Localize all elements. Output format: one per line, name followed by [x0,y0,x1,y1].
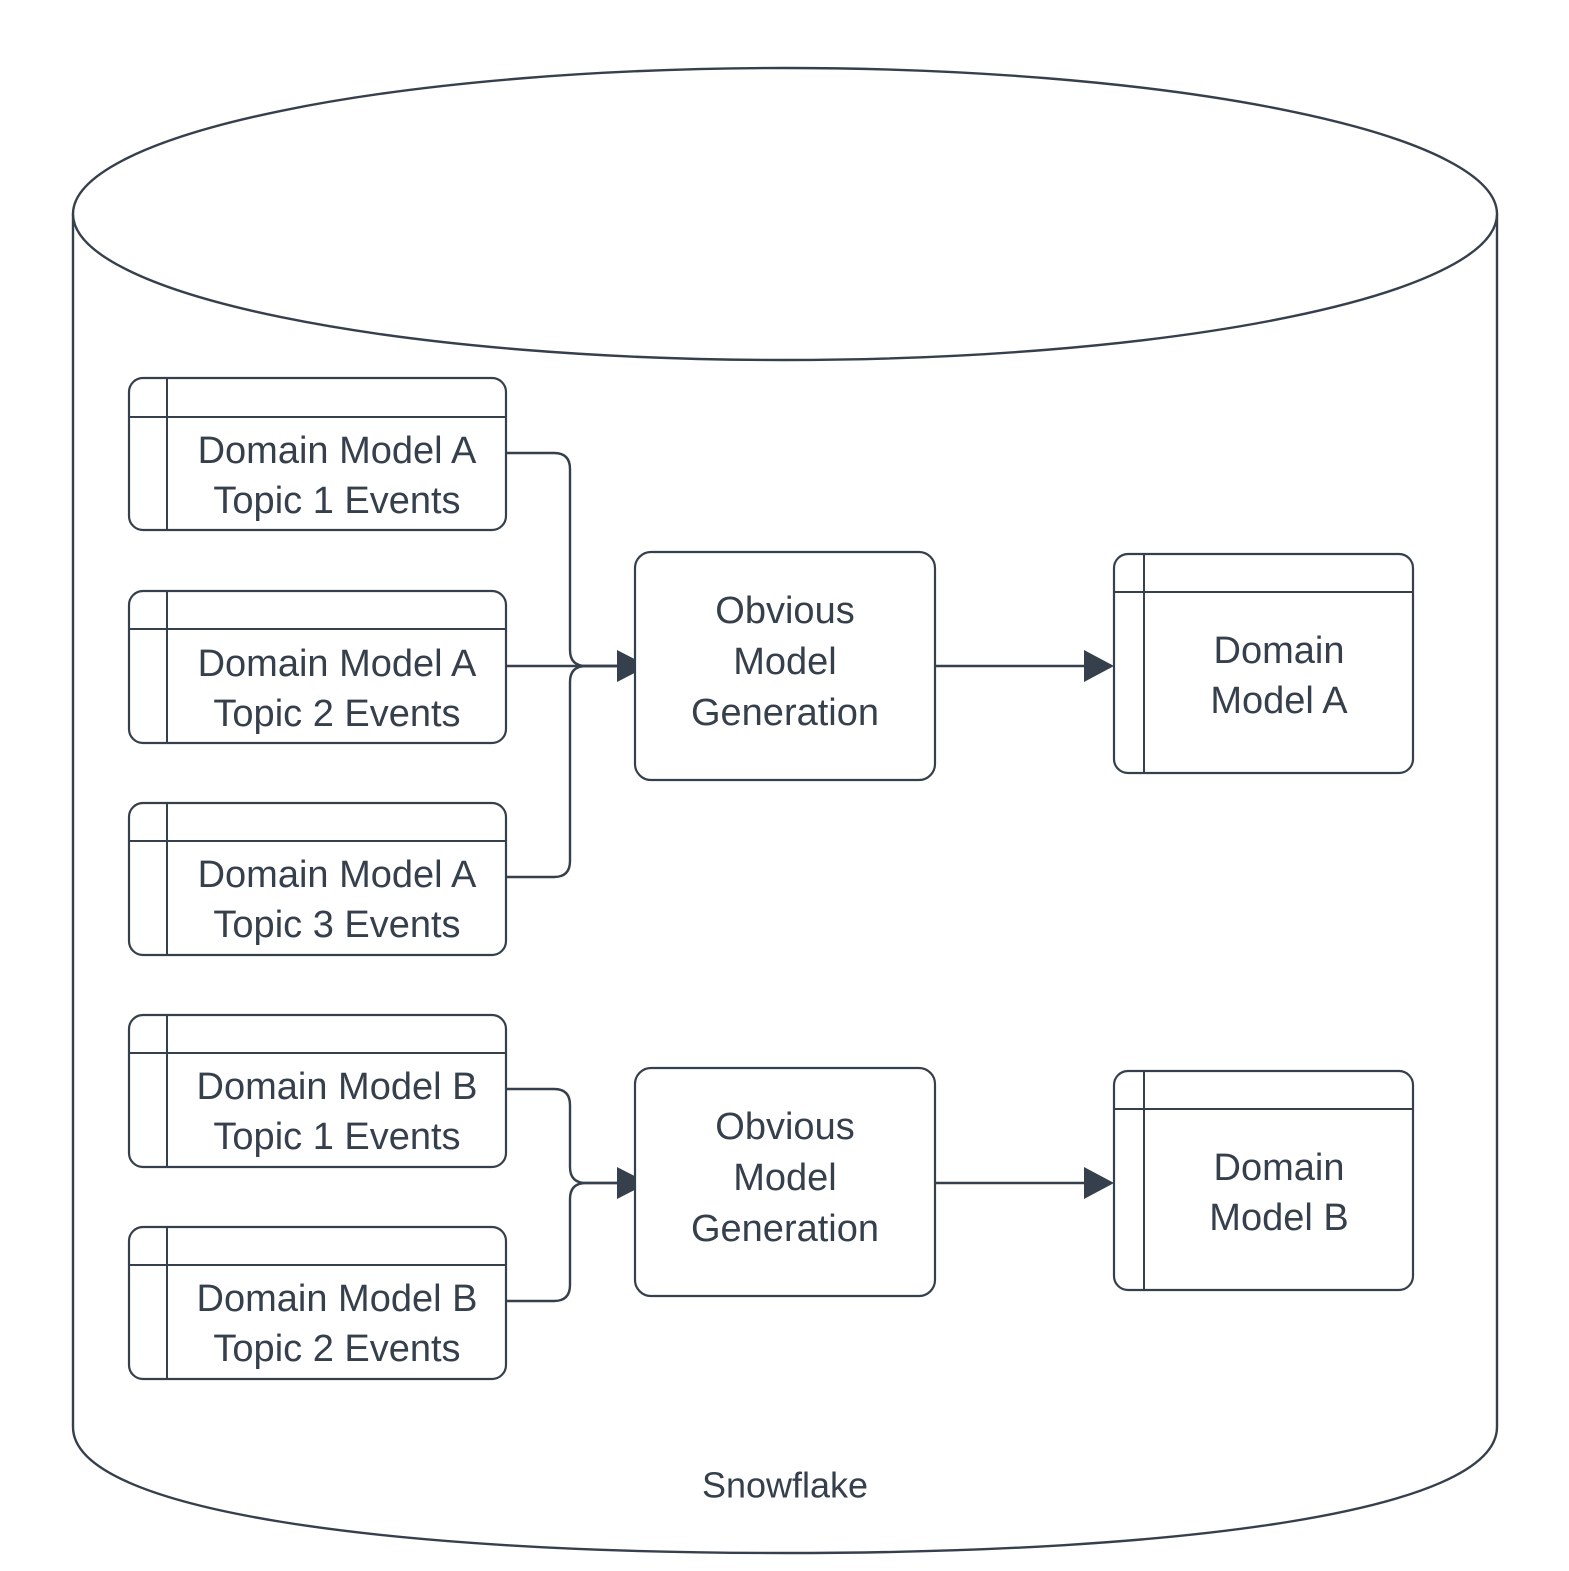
source-label-line1: Domain Model B [197,1278,478,1320]
source-node-a-topic-2[interactable]: Domain Model A Topic 2 Events [127,589,508,745]
source-label-line1: Domain Model A [198,643,477,685]
source-label-line2: Topic 1 Events [213,1116,460,1158]
table-outline [1112,552,1415,775]
output-node-domain-model-a[interactable]: Domain Model A [1112,552,1415,775]
output-label-line2: Model A [1210,680,1348,722]
source-label-line2: Topic 1 Events [213,480,460,522]
source-node-a-topic-3[interactable]: Domain Model A Topic 3 Events [127,801,508,957]
process-outline [633,1066,937,1298]
edge-a3-to-process-a[interactable] [506,664,617,879]
output-label-line2: Model B [1209,1197,1348,1239]
arrowhead-into-output-a [1084,650,1114,682]
table-outline [1112,1069,1415,1292]
arrowhead-into-process-a [617,650,648,682]
source-label-line1: Domain Model A [198,854,477,896]
process-node-obvious-model-generation-b[interactable]: Obvious Model Generation [633,1066,937,1298]
process-label-line1: Obvious [715,590,854,632]
process-label-line2: Model [733,641,837,683]
edge-b1-to-process-b[interactable] [506,1087,617,1185]
arrowhead-into-output-b [1084,1167,1114,1199]
source-node-b-topic-1[interactable]: Domain Model B Topic 1 Events [127,1013,508,1169]
cylinder-label: Snowflake [702,1465,868,1506]
source-label-line1: Domain Model B [197,1066,478,1108]
process-outline [633,550,937,782]
process-label-line3: Generation [691,692,879,734]
source-label-line2: Topic 2 Events [213,1328,460,1370]
output-label-line1: Domain [1214,1147,1345,1189]
edge-b2-to-process-b[interactable] [506,1181,617,1303]
source-label-line2: Topic 2 Events [213,693,460,735]
process-label-line2: Model [733,1157,837,1199]
source-node-b-topic-2[interactable]: Domain Model B Topic 2 Events [127,1225,508,1381]
arrowhead-into-process-b [617,1167,648,1199]
source-node-a-topic-1[interactable]: Domain Model A Topic 1 Events [127,376,508,532]
source-label-line1: Domain Model A [198,430,477,472]
process-label-line3: Generation [691,1208,879,1250]
edges-layer [506,451,1114,1303]
process-node-obvious-model-generation-a[interactable]: Obvious Model Generation [633,550,937,782]
output-node-domain-model-b[interactable]: Domain Model B [1112,1069,1415,1292]
source-label-line2: Topic 3 Events [213,904,460,946]
cylinder-top-ellipse [71,66,1499,362]
process-label-line1: Obvious [715,1106,854,1148]
output-label-line1: Domain [1214,630,1345,672]
